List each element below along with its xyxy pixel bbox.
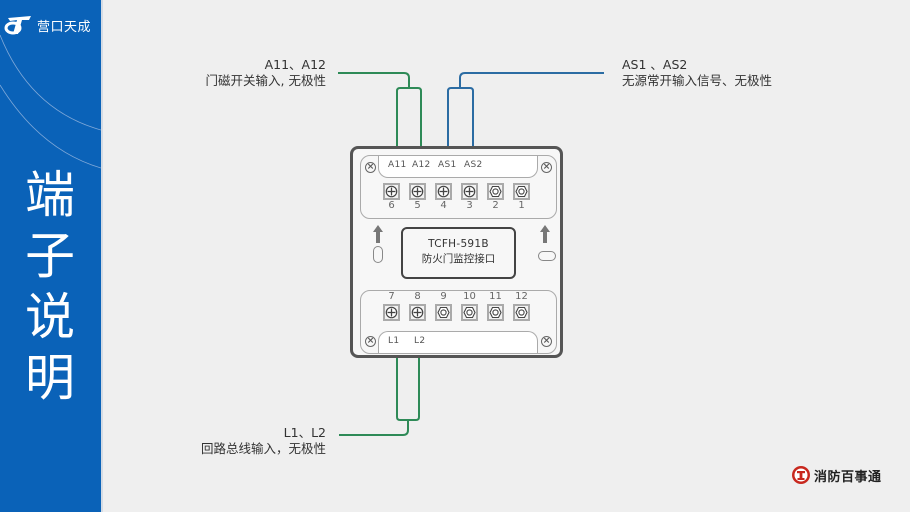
arrow-up-icon bbox=[373, 225, 383, 243]
terminal-3 bbox=[461, 183, 478, 200]
brand-name: 营口天成 bbox=[37, 19, 92, 35]
label-desc: 门磁开关输入, 无极性 bbox=[205, 73, 326, 88]
label-a11-a12: A11、A12 门磁开关输入, 无极性 bbox=[206, 57, 326, 89]
mounting-screw-icon: × bbox=[541, 336, 552, 347]
phillips-screw-icon bbox=[385, 185, 398, 198]
mounting-screw-icon: × bbox=[365, 336, 376, 347]
hex-nut-icon bbox=[489, 306, 502, 319]
decorative-arcs bbox=[0, 34, 101, 169]
label-desc: 无源常开输入信号、无极性 bbox=[622, 73, 773, 88]
footer-brand-name: 消防百事通 bbox=[814, 469, 882, 485]
terminal-number: 2 bbox=[492, 200, 499, 211]
hex-nut-icon bbox=[515, 185, 528, 198]
terminal-number: 8 bbox=[414, 291, 421, 302]
arrow-up-icon bbox=[540, 225, 550, 243]
model-number: TCFH-591B bbox=[428, 238, 489, 250]
strip-label: AS2 bbox=[464, 160, 483, 170]
wire-as1-as2 bbox=[447, 72, 604, 149]
title-char: 明 bbox=[25, 349, 75, 407]
sidebar: 营口天成 端 子 说 明 bbox=[0, 0, 101, 512]
bottom-label-strip: L1 L2 bbox=[378, 331, 538, 353]
terminal-2 bbox=[487, 183, 504, 200]
bottom-terminal-block: L1 L2 × × 7 8 9 10 11 12 bbox=[360, 290, 557, 354]
mounting-screw-icon: × bbox=[541, 162, 552, 173]
terminal-5 bbox=[409, 183, 426, 200]
terminal-10 bbox=[461, 304, 478, 321]
terminal-6 bbox=[383, 183, 400, 200]
strip-label: L2 bbox=[414, 336, 426, 346]
sidebar-divider bbox=[101, 0, 103, 512]
wire-a11-a12 bbox=[338, 72, 422, 149]
slot-horizontal bbox=[538, 251, 556, 261]
phillips-screw-icon bbox=[411, 306, 424, 319]
terminal-7 bbox=[383, 304, 400, 321]
device-module: A11 A12 AS1 AS2 × × 6 5 4 3 2 1 TCFH-591B 防火门… bbox=[350, 146, 563, 358]
terminal-number: 12 bbox=[515, 291, 528, 302]
fire-hydrant-icon bbox=[792, 466, 810, 484]
label-title: A11、A12 bbox=[264, 57, 326, 72]
wire-l1-l2 bbox=[339, 357, 420, 436]
top-terminal-block: A11 A12 AS1 AS2 × × 6 5 4 3 2 1 bbox=[360, 155, 557, 219]
terminal-number: 5 bbox=[414, 200, 421, 211]
phillips-screw-icon bbox=[385, 306, 398, 319]
label-as1-as2: AS1 、AS2 无源常开输入信号、无极性 bbox=[622, 57, 772, 89]
footer-brand: 消防百事通 bbox=[791, 465, 882, 485]
terminal-8 bbox=[409, 304, 426, 321]
page-title: 端 子 说 明 bbox=[18, 165, 82, 409]
terminal-11 bbox=[487, 304, 504, 321]
terminal-number: 10 bbox=[463, 291, 476, 302]
title-char: 说 bbox=[25, 288, 75, 346]
strip-label: A11 bbox=[388, 160, 407, 170]
hex-nut-icon bbox=[437, 306, 450, 319]
mounting-screw-icon: × bbox=[365, 162, 376, 173]
strip-label: AS1 bbox=[438, 160, 457, 170]
terminal-number: 6 bbox=[388, 200, 395, 211]
strip-label: L1 bbox=[388, 336, 400, 346]
title-char: 子 bbox=[25, 227, 75, 285]
phillips-screw-icon bbox=[463, 185, 476, 198]
hex-nut-icon bbox=[489, 185, 502, 198]
top-label-strip: A11 A12 AS1 AS2 bbox=[378, 156, 538, 178]
terminal-12 bbox=[513, 304, 530, 321]
label-title: AS1 、AS2 bbox=[622, 57, 688, 72]
terminal-number: 9 bbox=[440, 291, 447, 302]
terminal-number: 11 bbox=[489, 291, 502, 302]
terminal-number: 4 bbox=[440, 200, 447, 211]
brand: 营口天成 bbox=[4, 14, 91, 36]
hex-nut-icon bbox=[463, 306, 476, 319]
label-desc: 回路总线输入，无极性 bbox=[200, 441, 326, 456]
terminal-number: 3 bbox=[466, 200, 473, 211]
hex-nut-icon bbox=[515, 306, 528, 319]
slot-vertical bbox=[373, 246, 383, 263]
model-label-box: TCFH-591B 防火门监控接口 bbox=[401, 227, 516, 279]
terminal-number: 7 bbox=[388, 291, 395, 302]
terminal-9 bbox=[435, 304, 452, 321]
strip-label: A12 bbox=[412, 160, 431, 170]
phillips-screw-icon bbox=[437, 185, 450, 198]
tc-logo-icon bbox=[4, 16, 31, 35]
terminal-4 bbox=[435, 183, 452, 200]
label-title: L1、L2 bbox=[283, 425, 326, 440]
model-description: 防火门监控接口 bbox=[421, 253, 496, 265]
terminal-number: 1 bbox=[518, 200, 525, 211]
title-char: 端 bbox=[25, 166, 75, 224]
phillips-screw-icon bbox=[411, 185, 424, 198]
label-l1-l2: L1、L2 回路总线输入，无极性 bbox=[201, 425, 326, 457]
terminal-1 bbox=[513, 183, 530, 200]
